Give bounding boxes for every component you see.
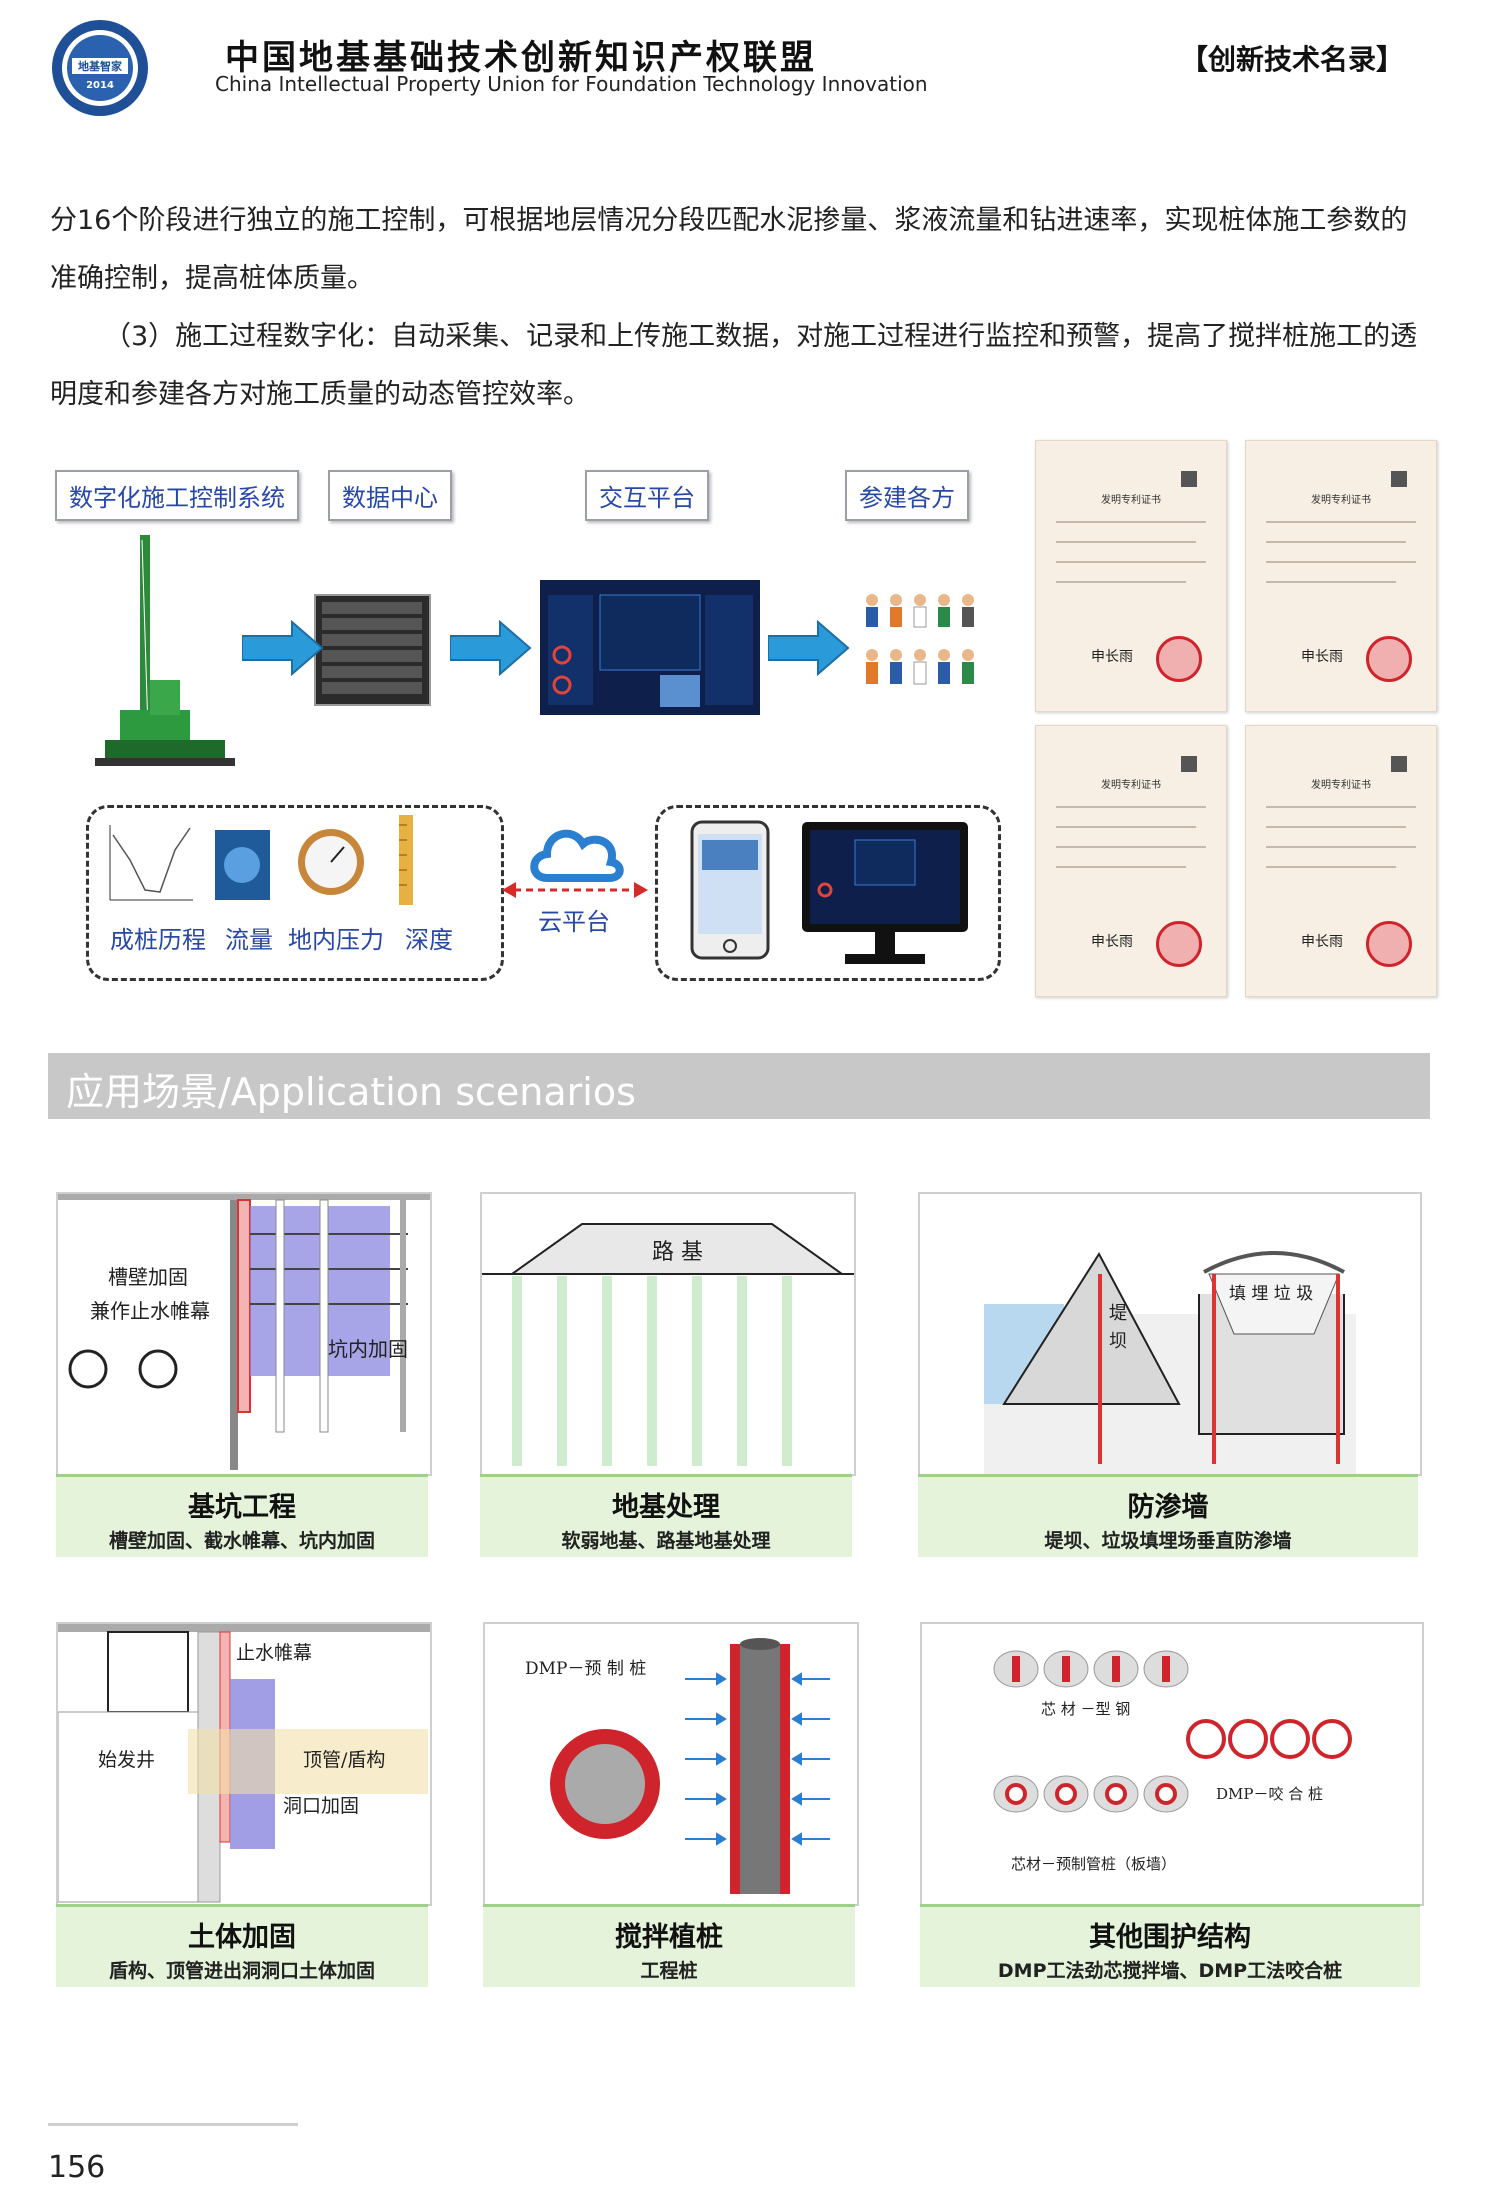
org-name-en: China Intellectual Property Union for Fo… [215,72,928,96]
svg-text:DMP－咬 合 桩: DMP－咬 合 桩 [1216,1785,1323,1803]
svg-text:坑内加固: 坑内加固 [328,1337,408,1361]
qr-code-icon [1391,756,1407,772]
sensor-label-flow: 流量 [225,926,273,954]
svg-text:填 埋 垃 圾: 填 埋 垃 圾 [1229,1284,1313,1304]
app-caption: 搅拌植桩 工程桩 [483,1904,855,1987]
svg-text:洞口加固: 洞口加固 [283,1795,359,1817]
seal-icon [1156,921,1202,967]
monitor-icon [802,822,968,964]
flow-meter-icon [215,830,270,900]
svg-text:始发井: 始发井 [98,1749,155,1771]
svg-text:2014: 2014 [86,80,114,91]
app-caption: 土体加固 盾构、顶管进出洞洞口土体加固 [56,1904,428,1987]
other-retaining-diagram: 芯 材 －型 钢 DMP－咬 合 桩 芯材－预制管桩（板墙） [920,1622,1424,1906]
label-control-system: 数字化施工控制系统 [55,470,299,521]
dashboard-illustration [540,580,760,715]
app-caption: 基坑工程 槽壁加固、截水帷幕、坑内加固 [56,1474,428,1557]
section-title: 应用场景/Application scenarios [66,1070,636,1114]
arrow-right-icon [450,620,532,676]
svg-text:芯 材 －型 钢: 芯 材 －型 钢 [1041,1700,1130,1718]
depth-ruler-icon [399,815,413,905]
seal-icon [1366,921,1412,967]
app-caption: 其他围护结构 DMP工法劲芯搅拌墙、DMP工法咬合桩 [920,1904,1420,1987]
body-paragraph-2: （3）施工过程数字化：自动采集、记录和上传施工数据，对施工过程进行监控和预警，提… [50,321,1418,410]
qr-code-icon [1391,471,1407,487]
svg-text:止水帷幕: 止水帷幕 [236,1642,312,1664]
qr-code-icon [1181,756,1197,772]
app-caption: 地基处理 软弱地基、路基地基处理 [480,1474,852,1557]
cloud-platform-label: 云平台 [538,908,610,936]
seal-icon [1366,636,1412,682]
server-rack-illustration [314,594,431,706]
org-name-cn: 中国地基基础技术创新知识产权联盟 [225,38,817,78]
digital-system-figure: 数字化施工控制系统 数据中心 交互平台 参建各方 [50,440,1437,1000]
catalog-tag: 【创新技术名录】 [1180,43,1405,76]
patent-certificate: 发明专利证书 申长雨 [1245,440,1437,712]
arrow-right-icon [768,620,850,676]
alliance-logo: 地基智家 2014 [52,20,148,116]
sensor-label-pressure: 地内压力 [288,926,384,954]
sensors-group [86,805,504,981]
sensor-label-pile-history: 成桩历程 [110,926,206,954]
label-participants: 参建各方 [845,470,969,521]
sensor-label-depth: 深度 [405,926,453,954]
qr-code-icon [1181,471,1197,487]
svg-text:坝: 坝 [1109,1331,1127,1352]
svg-text:槽壁加固: 槽壁加固 [108,1265,188,1289]
body-paragraph-1: 分16个阶段进行独立的施工控制，可根据地层情况分段匹配水泥掺量、浆液流量和钻进速… [50,205,1408,294]
foundation-pit-diagram: 槽壁加固 兼作止水帷幕 坑内加固 [56,1192,432,1476]
ground-treatment-diagram: 路 基 [480,1192,856,1476]
cloud-icon [530,829,624,882]
seal-icon [1156,636,1202,682]
label-interaction-platform: 交互平台 [585,470,709,521]
pile-rig-illustration [95,535,235,766]
app-caption: 防渗墙 堤坝、垃圾填埋场垂直防渗墙 [918,1474,1418,1557]
pile-history-chart-icon [109,825,193,901]
page-number: 156 [48,2150,106,2185]
pressure-gauge-icon [298,829,364,895]
svg-text:堤: 堤 [1109,1303,1127,1324]
patent-certificate: 发明专利证书 申长雨 [1035,725,1227,997]
arrow-right-icon [242,620,324,676]
svg-text:DMP－预 制 桩: DMP－预 制 桩 [525,1659,646,1679]
label-data-center: 数据中心 [328,470,452,521]
svg-text:地基智家: 地基智家 [78,59,123,73]
patent-certificate: 发明专利证书 申长雨 [1035,440,1227,712]
svg-text:路 基: 路 基 [652,1240,703,1265]
mixing-pile-diagram: DMP－预 制 桩 [483,1622,859,1906]
page-header: 地基智家 2014 中国地基基础技术创新知识产权联盟 China Intelle… [0,0,1500,120]
participants-illustration [866,594,974,685]
patent-certificate: 发明专利证书 申长雨 [1245,725,1437,997]
svg-text:顶管/盾构: 顶管/盾构 [303,1749,385,1771]
svg-text:兼作止水帷幕: 兼作止水帷幕 [90,1299,210,1323]
cutoff-wall-diagram: 堤 坝 填 埋 垃 圾 [918,1192,1422,1476]
soil-reinforcement-diagram: 止水帷幕 始发井 顶管/盾构 洞口加固 [56,1622,432,1906]
phone-icon [690,820,770,960]
section-header-application: 应用场景/Application scenarios [48,1053,1430,1119]
bidirectional-arrow-icon [502,882,648,898]
devices-group [655,805,1001,981]
svg-text:芯材－预制管桩（板墙）: 芯材－预制管桩（板墙） [1011,1855,1176,1873]
footer-divider [48,2123,298,2126]
